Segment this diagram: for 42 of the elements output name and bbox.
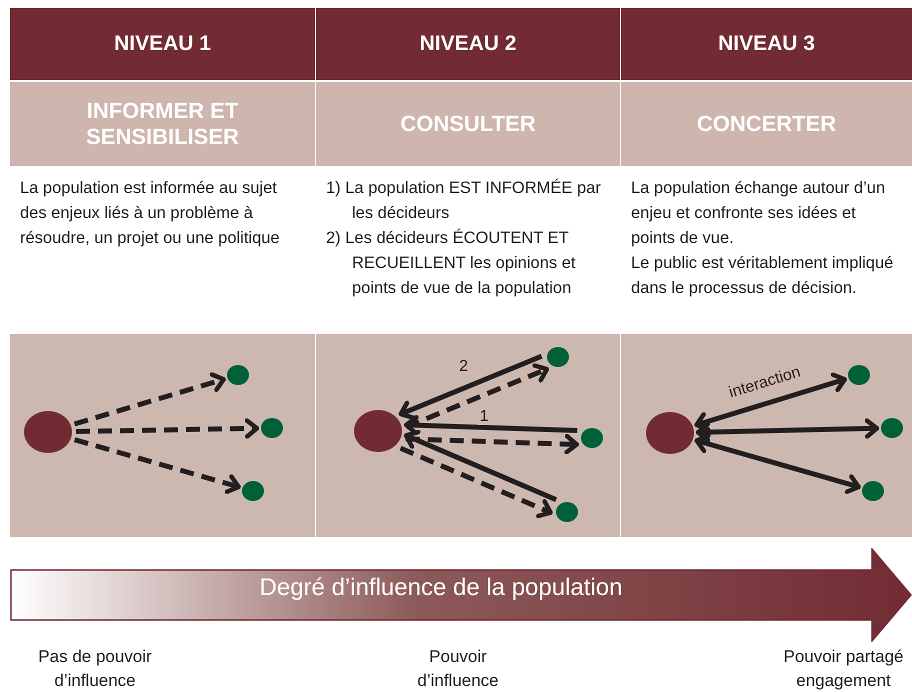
title-cell: CONSULTER <box>316 82 620 166</box>
population-circle <box>24 411 72 453</box>
participant-dot <box>547 347 569 367</box>
dashed-arrow <box>406 434 580 454</box>
dashed-arrow <box>74 372 226 426</box>
description-text: La population est informée au sujet des enjeux liés à un problème à résoudre, un projet ou une politique <box>20 178 281 249</box>
header-cell: NIVEAU 1 <box>10 8 315 80</box>
population-circle <box>354 410 402 452</box>
double-headed-arrow <box>694 433 861 494</box>
double-headed-arrow <box>694 372 848 432</box>
participant-dot <box>242 481 264 501</box>
dashed-arrow <box>400 446 553 518</box>
illustration-panel <box>316 334 620 537</box>
header-cell: NIVEAU 3 <box>621 8 912 80</box>
arrow <box>404 414 578 436</box>
scale-end-label: Pas de pouvoir d’influence <box>37 646 153 692</box>
header-cell: NIVEAU 2 <box>316 8 620 80</box>
arrow <box>398 354 543 420</box>
illustration-panel <box>621 334 912 537</box>
description-text: 1) La population EST INFORMÉE par les décideurs <box>326 178 602 224</box>
scale-end-label: Pouvoir d’influence <box>416 646 500 692</box>
title-cell: CONCERTER <box>621 82 912 166</box>
double-headed-arrow <box>696 418 880 442</box>
dashed-arrow <box>76 418 260 439</box>
scale-label: Degré d’influence de la population <box>258 574 624 602</box>
description-text: La population échange autour d’un enjeu et confronte ses idées et points de vue. <box>631 178 886 249</box>
participant-dot <box>581 428 603 448</box>
arrow <box>404 430 558 502</box>
description-text: 2) Les décideurs ÉCOUTENT ET RECUEILLENT les opinions et points de vue de la population <box>326 228 576 299</box>
participant-dot <box>848 365 870 385</box>
participant-dot <box>227 365 249 385</box>
participant-dot <box>556 502 578 522</box>
participant-dot <box>862 481 884 501</box>
illustration-panel <box>10 334 315 537</box>
participant-dot <box>881 418 903 438</box>
participant-dot <box>261 418 283 438</box>
population-circle <box>646 412 694 454</box>
description-text: Le public est véritablement impliqué dans le processus de décision. <box>631 253 894 299</box>
gradient-arrow <box>10 548 912 642</box>
title-cell: INFORMER ET SENSIBILISER <box>10 82 315 166</box>
scale-end-label: Pouvoir partagé engagement <box>782 646 905 692</box>
dashed-arrow <box>74 437 241 494</box>
